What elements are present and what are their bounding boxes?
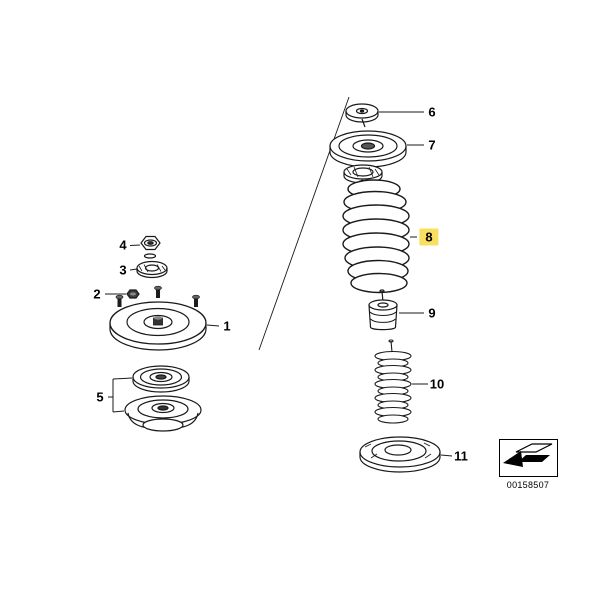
- diagram-code: 00158507: [506, 480, 550, 490]
- leader-lines: [105, 111, 453, 457]
- part-label-5[interactable]: 5: [96, 389, 104, 405]
- part-4-drawing: [140, 235, 161, 259]
- direction-code-box: [499, 439, 558, 477]
- part-label-11[interactable]: 11: [454, 448, 468, 464]
- part-7-drawing: [329, 130, 407, 184]
- part-label-7[interactable]: 7: [428, 137, 436, 153]
- part-10-drawing: [374, 339, 412, 424]
- part-2-drawing: [126, 289, 140, 299]
- part-6-drawing: [345, 103, 379, 128]
- part-label-4[interactable]: 4: [119, 237, 127, 253]
- part-label-6[interactable]: 6: [428, 104, 436, 120]
- part-11-drawing: [359, 436, 441, 473]
- part-label-1[interactable]: 1: [223, 318, 231, 334]
- part-5-drawing: [124, 365, 202, 432]
- part-label-10[interactable]: 10: [429, 376, 445, 392]
- part-label-3[interactable]: 3: [119, 262, 127, 278]
- part-9-drawing: [368, 289, 398, 331]
- axis-line: [258, 96, 350, 351]
- part-8-drawing: [342, 179, 410, 294]
- part-1-drawing: [109, 285, 207, 351]
- part-label-2[interactable]: 2: [93, 286, 101, 302]
- part-label-9[interactable]: 9: [428, 305, 436, 321]
- direction-arrow-icon: [503, 443, 553, 467]
- part-label-8-highlighted[interactable]: 8: [419, 228, 439, 246]
- part-3-drawing: [136, 260, 168, 279]
